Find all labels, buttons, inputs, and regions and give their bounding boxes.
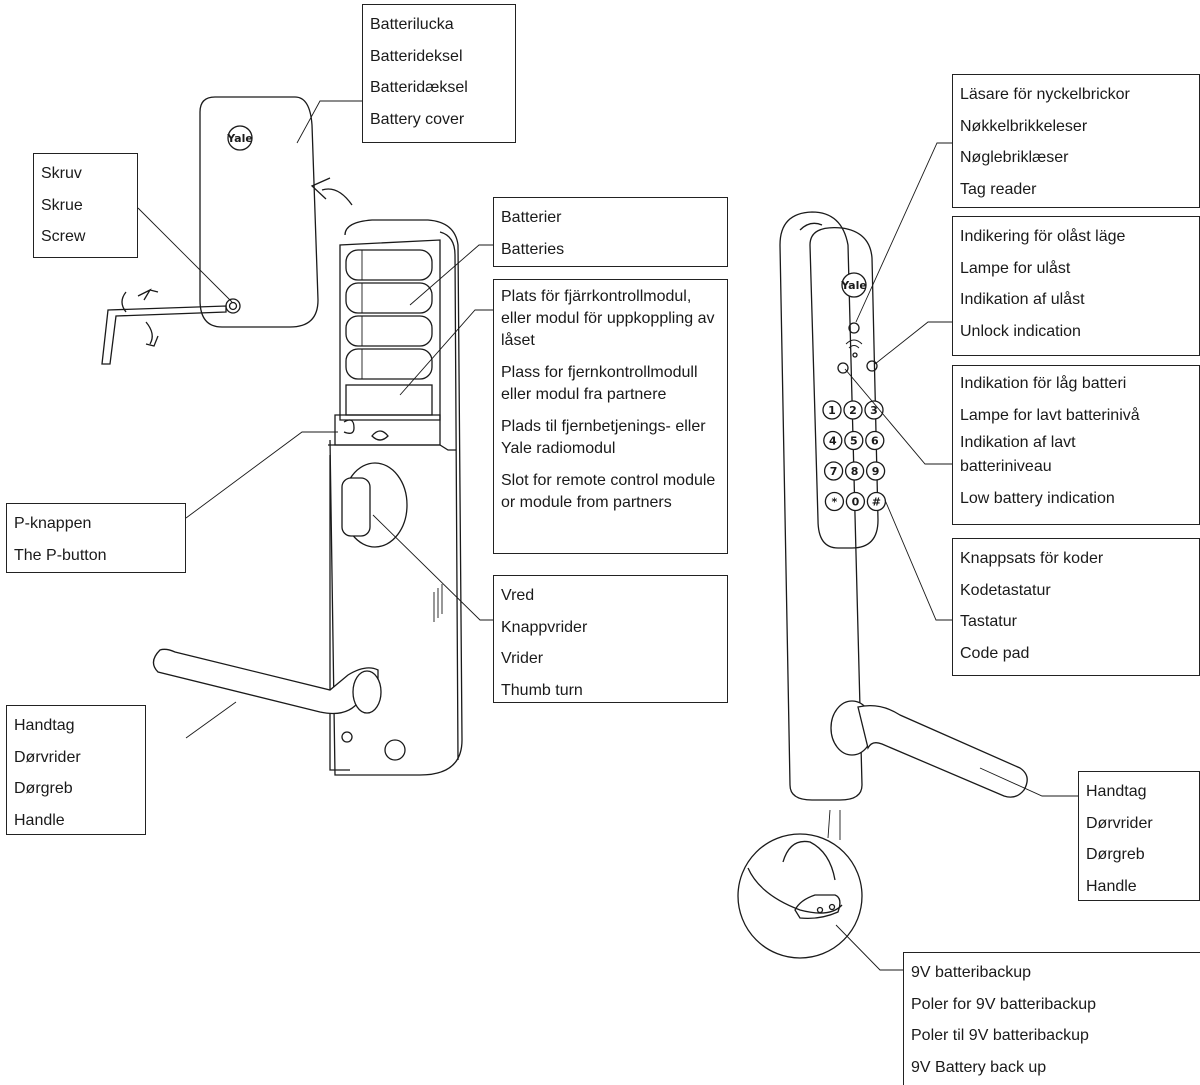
label-line: Batteries [501,240,565,258]
keypad-logo: Yale [840,279,867,292]
label-line: Dørgreb [1086,846,1145,863]
label-line: Knappvrider [501,618,588,636]
label-line: Handtag [1086,783,1147,800]
keypad-key-label: 6 [871,435,879,448]
label-line: Indikation för låg batteri [960,375,1127,392]
label-line: Plads til fjernbetjenings- eller Yale ra… [501,418,706,457]
label-line: The P-button [14,546,107,564]
label-batteries: Batterier Batteries [493,197,728,267]
label-line: Handle [1086,877,1137,895]
label-tag-reader: Läsare för nyckelbrickor Nøkkelbrikkeles… [952,74,1200,208]
keypad-key-label: 1 [828,404,836,417]
label-line: Poler for 9V batteribackup [911,995,1096,1013]
keypad-key [844,430,864,451]
keypad-key [823,461,844,481]
label-line: Lampe for ulåst [960,259,1071,277]
lock-body-drawing [328,219,463,776]
label-line: Batterier [501,209,562,226]
label-p-button: P-knappen The P-button [6,503,186,573]
keypad-key-label: # [872,496,881,509]
keypad-key [822,400,842,420]
label-line: Skrue [41,196,83,214]
label-line: 9V Battery back up [911,1058,1047,1076]
keypad-key [845,491,866,512]
label-low-battery: Indikation för låg batteri Lampe for lav… [952,365,1200,525]
label-line: Screw [41,228,86,245]
label-line: Handle [14,811,65,829]
keypad-key [844,461,865,481]
label-line: Dørvrider [1086,814,1153,832]
label-line: P-knappen [14,515,92,532]
label-line: Vrider [501,650,544,667]
keypad-key-label: 7 [830,465,838,478]
label-line: Plass for fjernkontrollmodull eller modu… [501,364,698,403]
label-line: Vred [501,587,535,604]
keypad-key-label: 3 [870,404,878,417]
label-line: Tastatur [960,613,1017,630]
label-line: Nøglebriklæser [960,149,1069,166]
label-line: Code pad [960,644,1030,662]
label-line: Nøkkelbrikkeleser [960,117,1088,135]
keypad-key-label: 4 [829,435,837,448]
battery-cover-drawing: Yale [199,96,353,328]
label-handle-right: Handtag Dørvrider Dørgreb Handle [1078,771,1200,901]
label-line: Tag reader [960,180,1037,198]
label-line: Indikation af ulåst [960,291,1085,308]
label-line: Läsare för nyckelbrickor [960,86,1130,103]
label-line: Batterideksel [370,47,463,65]
label-battery-backup: 9V batteribackup Poler for 9V batteribac… [903,952,1200,1085]
label-line: Kodetastatur [960,581,1051,599]
allen-key-drawing [101,288,227,365]
keypad-key [865,430,885,451]
keypad-key-label: 5 [850,435,858,448]
left-handle-drawing [152,648,382,715]
label-thumb-turn: Vred Knappvrider Vrider Thumb turn [493,575,728,703]
label-battery-cover: Batterilucka Batterideksel Batteridæksel… [362,4,516,143]
cover-logo: Yale [226,132,253,145]
label-line: Plats för fjärrkontrollmodul, eller modu… [501,288,715,349]
label-screw: Skruv Skrue Screw [33,153,138,258]
label-line: Handtag [14,717,75,734]
keypad-key [865,461,886,481]
keypad-key-label: 8 [851,465,859,478]
label-line: Batteridæksel [370,79,468,96]
label-line: Dørvrider [14,748,81,766]
label-line: Batterilucka [370,16,454,33]
label-line: Indikering för olåst läge [960,228,1126,245]
keypad-key-label: 2 [849,404,857,417]
label-line: 9V batteribackup [911,964,1032,981]
keypad-key-label: * [832,496,838,509]
keypad-key [843,400,863,420]
label-line: Poler til 9V batteribackup [911,1027,1089,1044]
label-line: Lampe for lavt batterinivå [960,406,1140,424]
keypad-key-label: 9 [872,465,880,478]
label-line: Low battery indication [960,490,1115,507]
keypad-key [823,430,843,451]
leader-lines [137,100,1078,971]
right-handle-drawing [830,700,1028,798]
label-code-pad: Knappsats för koder Kodetastatur Tastatu… [952,538,1200,676]
label-module-slot: Plats för fjärrkontrollmodul, eller modu… [493,279,728,554]
keypad-lock-drawing: Yale [779,211,879,801]
label-line: Battery cover [370,110,465,128]
label-handle-left: Handtag Dørvrider Dørgreb Handle [6,705,146,835]
label-line: Indikation af lavt batteriniveau [960,434,1076,475]
label-line: Slot for remote control module or module… [501,472,716,511]
label-line: Skruv [41,165,82,182]
keypad-key [824,491,845,512]
label-line: Unlock indication [960,322,1081,340]
label-line: Dørgreb [14,780,73,797]
keypad-key-label: 0 [852,496,860,509]
battery-backup-detail-drawing [737,809,863,959]
label-line: Knappsats för koder [960,550,1104,567]
label-unlock-indication: Indikering för olåst läge Lampe for ulås… [952,216,1200,356]
keypad-key [864,400,884,420]
label-line: Thumb turn [501,681,583,699]
